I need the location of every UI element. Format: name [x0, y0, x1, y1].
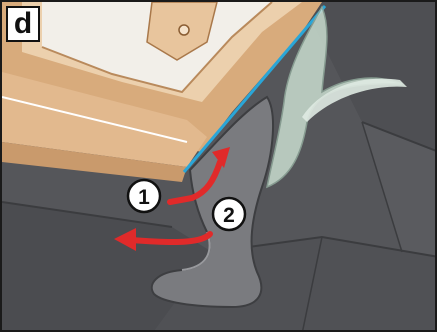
- step-badge-1: 1: [128, 180, 160, 212]
- step-1-number: 1: [138, 186, 150, 209]
- step-2-number: 2: [223, 204, 235, 227]
- step-badge-2: 2: [213, 198, 245, 230]
- panel-letter-label: d: [6, 6, 40, 42]
